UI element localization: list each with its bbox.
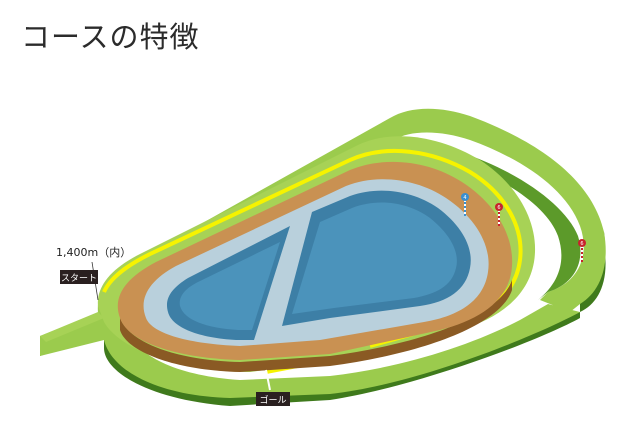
furlong-marker-label: 4 (463, 195, 466, 201)
water-surface-left (179, 242, 280, 330)
goal-label-box: ゴール (256, 392, 290, 406)
start-label-box: スタート (60, 270, 98, 284)
start-chute (40, 312, 104, 342)
furlong-marker-blue: 4 (461, 193, 469, 216)
chute-surface (40, 312, 104, 342)
furlong-marker-label: 6 (580, 241, 583, 247)
furlong-marker-label: 6 (497, 205, 500, 211)
goal-label: ゴール (259, 394, 286, 406)
dirt-side (120, 280, 512, 372)
start-label: スタート (61, 273, 97, 284)
distance-label: 1,400m（内） (56, 245, 131, 259)
goal-line (265, 369, 271, 391)
furlong-marker-red-outer: 6 (578, 239, 586, 262)
turf-inner-edge (458, 152, 581, 300)
turf-side (40, 232, 606, 406)
inner-field (143, 179, 489, 346)
page-title: コースの特徴 (21, 20, 200, 54)
water-surface (292, 202, 457, 314)
furlong-marker-red: 6 (495, 203, 503, 226)
